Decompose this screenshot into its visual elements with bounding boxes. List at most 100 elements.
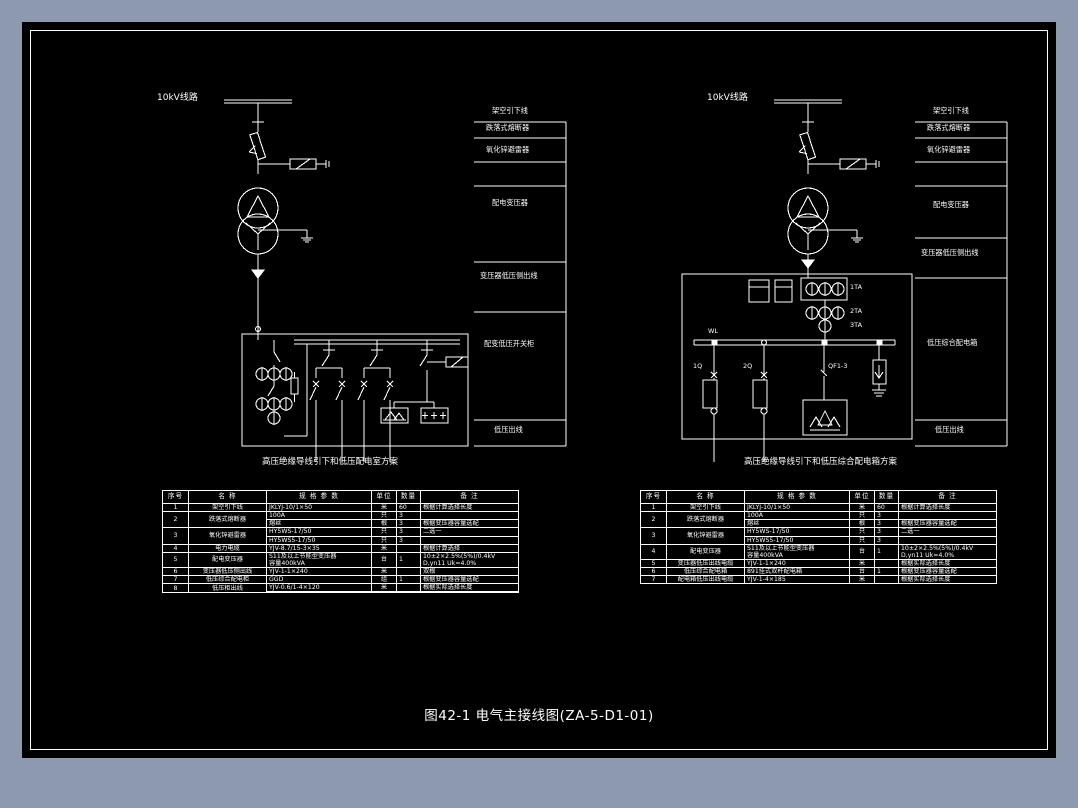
cell-qty: 60: [396, 502, 421, 513]
drawing-sheet: 10kV线路 架空引下线 跌落式熔断器 氧化锌避雷器 配电变压器 变压器低压侧出…: [22, 22, 1056, 758]
cell-name: 架空引下线: [666, 502, 745, 513]
drawing-title: 图42-1 电气主接线图(ZA-5-D1-01): [424, 708, 654, 724]
cell-no: 1: [640, 502, 667, 513]
cell-no: 8: [162, 583, 189, 594]
cell-remark: [898, 535, 997, 545]
left-legend-item-6: 低压出线: [494, 425, 523, 434]
cell-spec: JKLYJ-10/1×50: [744, 502, 850, 513]
right-legend-item-6: 低压出线: [935, 425, 964, 434]
tag-1ta: 1TA: [850, 283, 863, 291]
cell-no: 2: [162, 511, 189, 529]
cell-spec: YJV-1-1×240: [744, 558, 850, 569]
left-schematic: [224, 99, 567, 462]
cell-spec: YJV-1-1×240: [266, 566, 372, 577]
right-legend-item-5: 低压综合配电箱: [927, 338, 978, 347]
cell-name: 低压综合配电箱: [666, 566, 745, 577]
cell-spec: YJV-0.6/1-4×120: [266, 583, 372, 593]
left-diagram-caption: 高压绝缘导线引下和低压配电室方案: [262, 457, 399, 467]
cell-unit: 米: [849, 502, 875, 513]
cell-qty: 3: [396, 519, 421, 529]
cell-spec: HY5WS-17/50: [744, 527, 850, 537]
cell-qty: 1: [396, 551, 421, 569]
cell-remark: 根据计算选择长度: [898, 502, 997, 513]
right-legend-item-4: 变压器低压侧出线: [921, 248, 979, 257]
cell-qty: [396, 583, 421, 593]
cell-no: 2: [640, 511, 667, 529]
cell-name: 跌落式熔断器: [666, 511, 745, 529]
cell-qty: 3: [396, 511, 421, 521]
cell-spec: S11及以上节能型变压器容量400kVA: [744, 543, 850, 560]
cell-unit: 根: [849, 519, 875, 529]
cell-unit: 台: [849, 566, 875, 577]
cell-no: 7: [162, 575, 189, 585]
th-spec: 规 格 参 数: [744, 490, 850, 504]
cell-remark: 根据计算选择长度: [420, 502, 519, 513]
cell-no: 5: [162, 551, 189, 569]
th-unit: 单位: [371, 490, 397, 504]
th-remark: 备 注: [420, 490, 519, 504]
cell-name: 配电箱低压出线电缆: [666, 575, 745, 585]
cell-name: 氧化锌避雷器: [188, 527, 267, 545]
cell-spec: [266, 591, 372, 594]
cell-unit: 组: [371, 575, 397, 585]
cell-remark: [420, 591, 519, 594]
cell-spec: S11及以上节能型变压器容量400kVA: [266, 551, 372, 569]
cell-unit: 只: [849, 511, 875, 521]
cell-remark: 二选一: [898, 527, 997, 537]
cell-no: 3: [640, 527, 667, 545]
cell-unit: 只: [371, 527, 397, 537]
cell-name: 跌落式熔断器: [188, 511, 267, 529]
cell-no: 7: [640, 575, 667, 585]
tag-qf1-3: QF1-3: [828, 362, 848, 370]
cell-no: 3: [162, 527, 189, 545]
cell-spec: HY5WS5-17/50: [744, 535, 850, 545]
cell-spec: HY5WS-17/50: [266, 527, 372, 537]
cell-remark: [420, 535, 519, 545]
cell-qty: 3: [874, 519, 899, 529]
th-name: 名 称: [188, 490, 267, 504]
cell-remark: 根据变压器容量选配: [420, 519, 519, 529]
cell-unit: 米: [371, 583, 397, 593]
cell-qty: 3: [874, 535, 899, 545]
schematic-vector-layer: [224, 99, 1008, 462]
tag-wl-busbar: WL: [708, 327, 719, 335]
cell-remark: 二选一: [420, 527, 519, 537]
right-diagram-caption: 高压绝缘导线引下和低压综合配电箱方案: [744, 457, 898, 467]
cell-qty: 3: [874, 527, 899, 537]
cell-qty: 1: [874, 543, 899, 560]
cell-unit: 只: [371, 511, 397, 521]
cell-name: 低压综合配电柜: [188, 575, 267, 585]
cell-spec: JKLYJ-10/1×50: [266, 502, 372, 513]
table-header-row: 序号 名 称 规 格 参 数 单位 数量 备 注: [162, 490, 519, 504]
cell-qty: [396, 591, 421, 594]
cell-unit: 台: [849, 543, 875, 560]
left-source-label: 10kV线路: [157, 93, 198, 103]
cell-remark: 根据实际选择长度: [898, 575, 997, 585]
tag-2ta: 2TA: [850, 307, 863, 315]
cell-remark: 根据变压器容量选配: [898, 519, 997, 529]
cell-unit: 米: [371, 543, 397, 553]
left-legend-item-5: 配变低压开关柜: [484, 339, 535, 348]
cell-unit: 米: [371, 502, 397, 513]
right-legend-item-3: 配电变压器: [933, 200, 969, 209]
cell-name: 电力电缆: [188, 543, 267, 553]
cell-spec: YJV-1-4×185: [744, 575, 850, 585]
sheet-inner-border: [30, 30, 1048, 750]
cell-unit: 米: [849, 575, 875, 585]
tag-3ta: 3TA: [850, 321, 863, 329]
cell-remark: 根据实际选择长度: [420, 583, 519, 593]
cell-spec: 100A: [266, 511, 372, 521]
th-name: 名 称: [666, 490, 745, 504]
